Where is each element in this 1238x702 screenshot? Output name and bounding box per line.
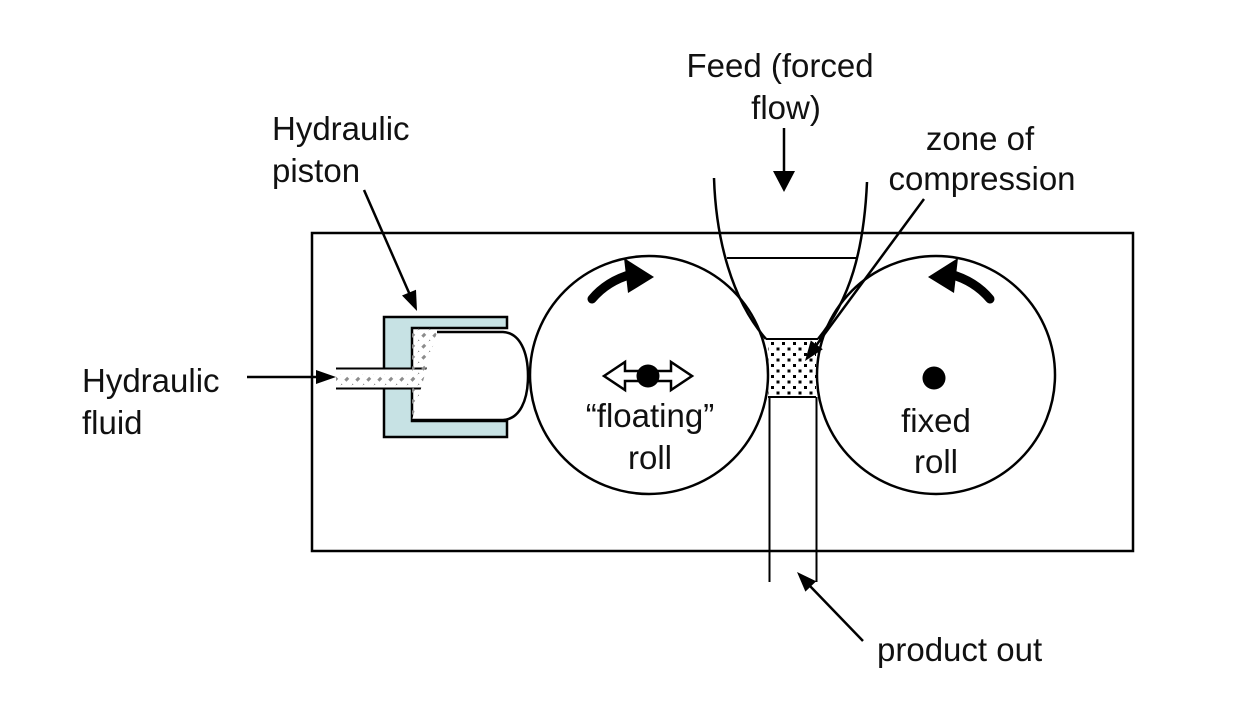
arrowhead [316, 370, 336, 384]
arrow-shaft [808, 584, 864, 642]
arrow-shaft [362, 189, 412, 296]
rod-hatch [336, 374, 437, 387]
feed-label-line1: Feed (forced [686, 47, 873, 84]
compression-zone [766, 338, 818, 398]
hydraulic-fluid-arrow [247, 370, 336, 384]
feed-label-line2: flow) [751, 89, 821, 126]
zone-of-compression-arrow [805, 198, 926, 361]
hydraulic-fluid-label-line2: fluid [82, 404, 143, 441]
compression-zone-fill [768, 339, 816, 397]
hydraulic-fluid-label-line1: Hydraulic [82, 362, 220, 399]
zone-of-compression-label-line1: zone of [926, 120, 1035, 157]
fixed-roll-label-line2: roll [914, 443, 958, 480]
product-out-label: product out [877, 631, 1042, 668]
arrowhead [402, 289, 417, 311]
arrow-shaft [813, 198, 926, 348]
rotation-arrowhead [624, 258, 654, 293]
fixed-roll-label-line1: fixed [901, 402, 971, 439]
arrowhead [805, 340, 823, 361]
hydraulic-piston-arrow [362, 189, 417, 311]
floating-roll-axle-dot [636, 364, 660, 388]
floating-roll-rotation-arrow [587, 258, 654, 304]
floating-roll-label-line1: “floating” [586, 397, 714, 434]
piston-head [412, 330, 530, 422]
fixed-roll-circle [815, 254, 1057, 496]
fixed-roll-rotation-arrow [928, 258, 995, 304]
product-out-arrow [797, 572, 864, 642]
arrowhead [797, 572, 817, 592]
fixed-roll-axle-dot [922, 366, 946, 390]
zone-of-compression-label-line2: compression [888, 160, 1075, 197]
feed-arrow [773, 128, 795, 192]
rotation-arc [587, 269, 637, 304]
feed-chute [712, 177, 869, 340]
hydraulic-piston-label-line2: piston [272, 152, 360, 189]
chute-left-wall [712, 177, 767, 340]
feed-arrowhead [773, 171, 795, 192]
chute-right-wall [817, 181, 869, 340]
product-channel [768, 397, 818, 582]
floating-roll-label-line2: roll [628, 439, 672, 476]
machine-frame [310, 231, 1135, 553]
piston-rod [336, 367, 437, 390]
floating-roll-travel-arrow [601, 359, 695, 393]
rotation-arc [945, 269, 995, 304]
hydraulic-piston-label-line1: Hydraulic [272, 110, 410, 147]
rotation-arrowhead [928, 258, 958, 293]
labels-layer: Hydraulic piston Feed (forced flow) zone… [82, 47, 1076, 668]
